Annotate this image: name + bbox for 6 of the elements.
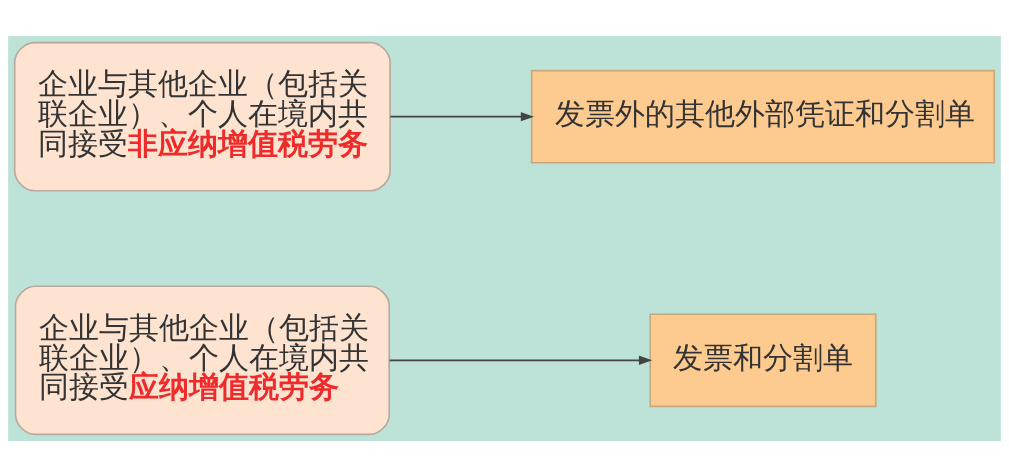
node-box: 发票外的其他外部凭证和分割单 xyxy=(530,69,996,164)
node-box: 发票和分割单 xyxy=(649,312,877,407)
node-box: 企业与其他企业（包括关联企业）、个人在境内共同接受非应纳增值税劳务 xyxy=(13,41,391,192)
node-box: 企业与其他企业（包括关联企业）、个人在境内共同接受应纳增值税劳务 xyxy=(14,284,391,435)
arrow xyxy=(389,111,535,121)
arrow xyxy=(388,355,653,365)
